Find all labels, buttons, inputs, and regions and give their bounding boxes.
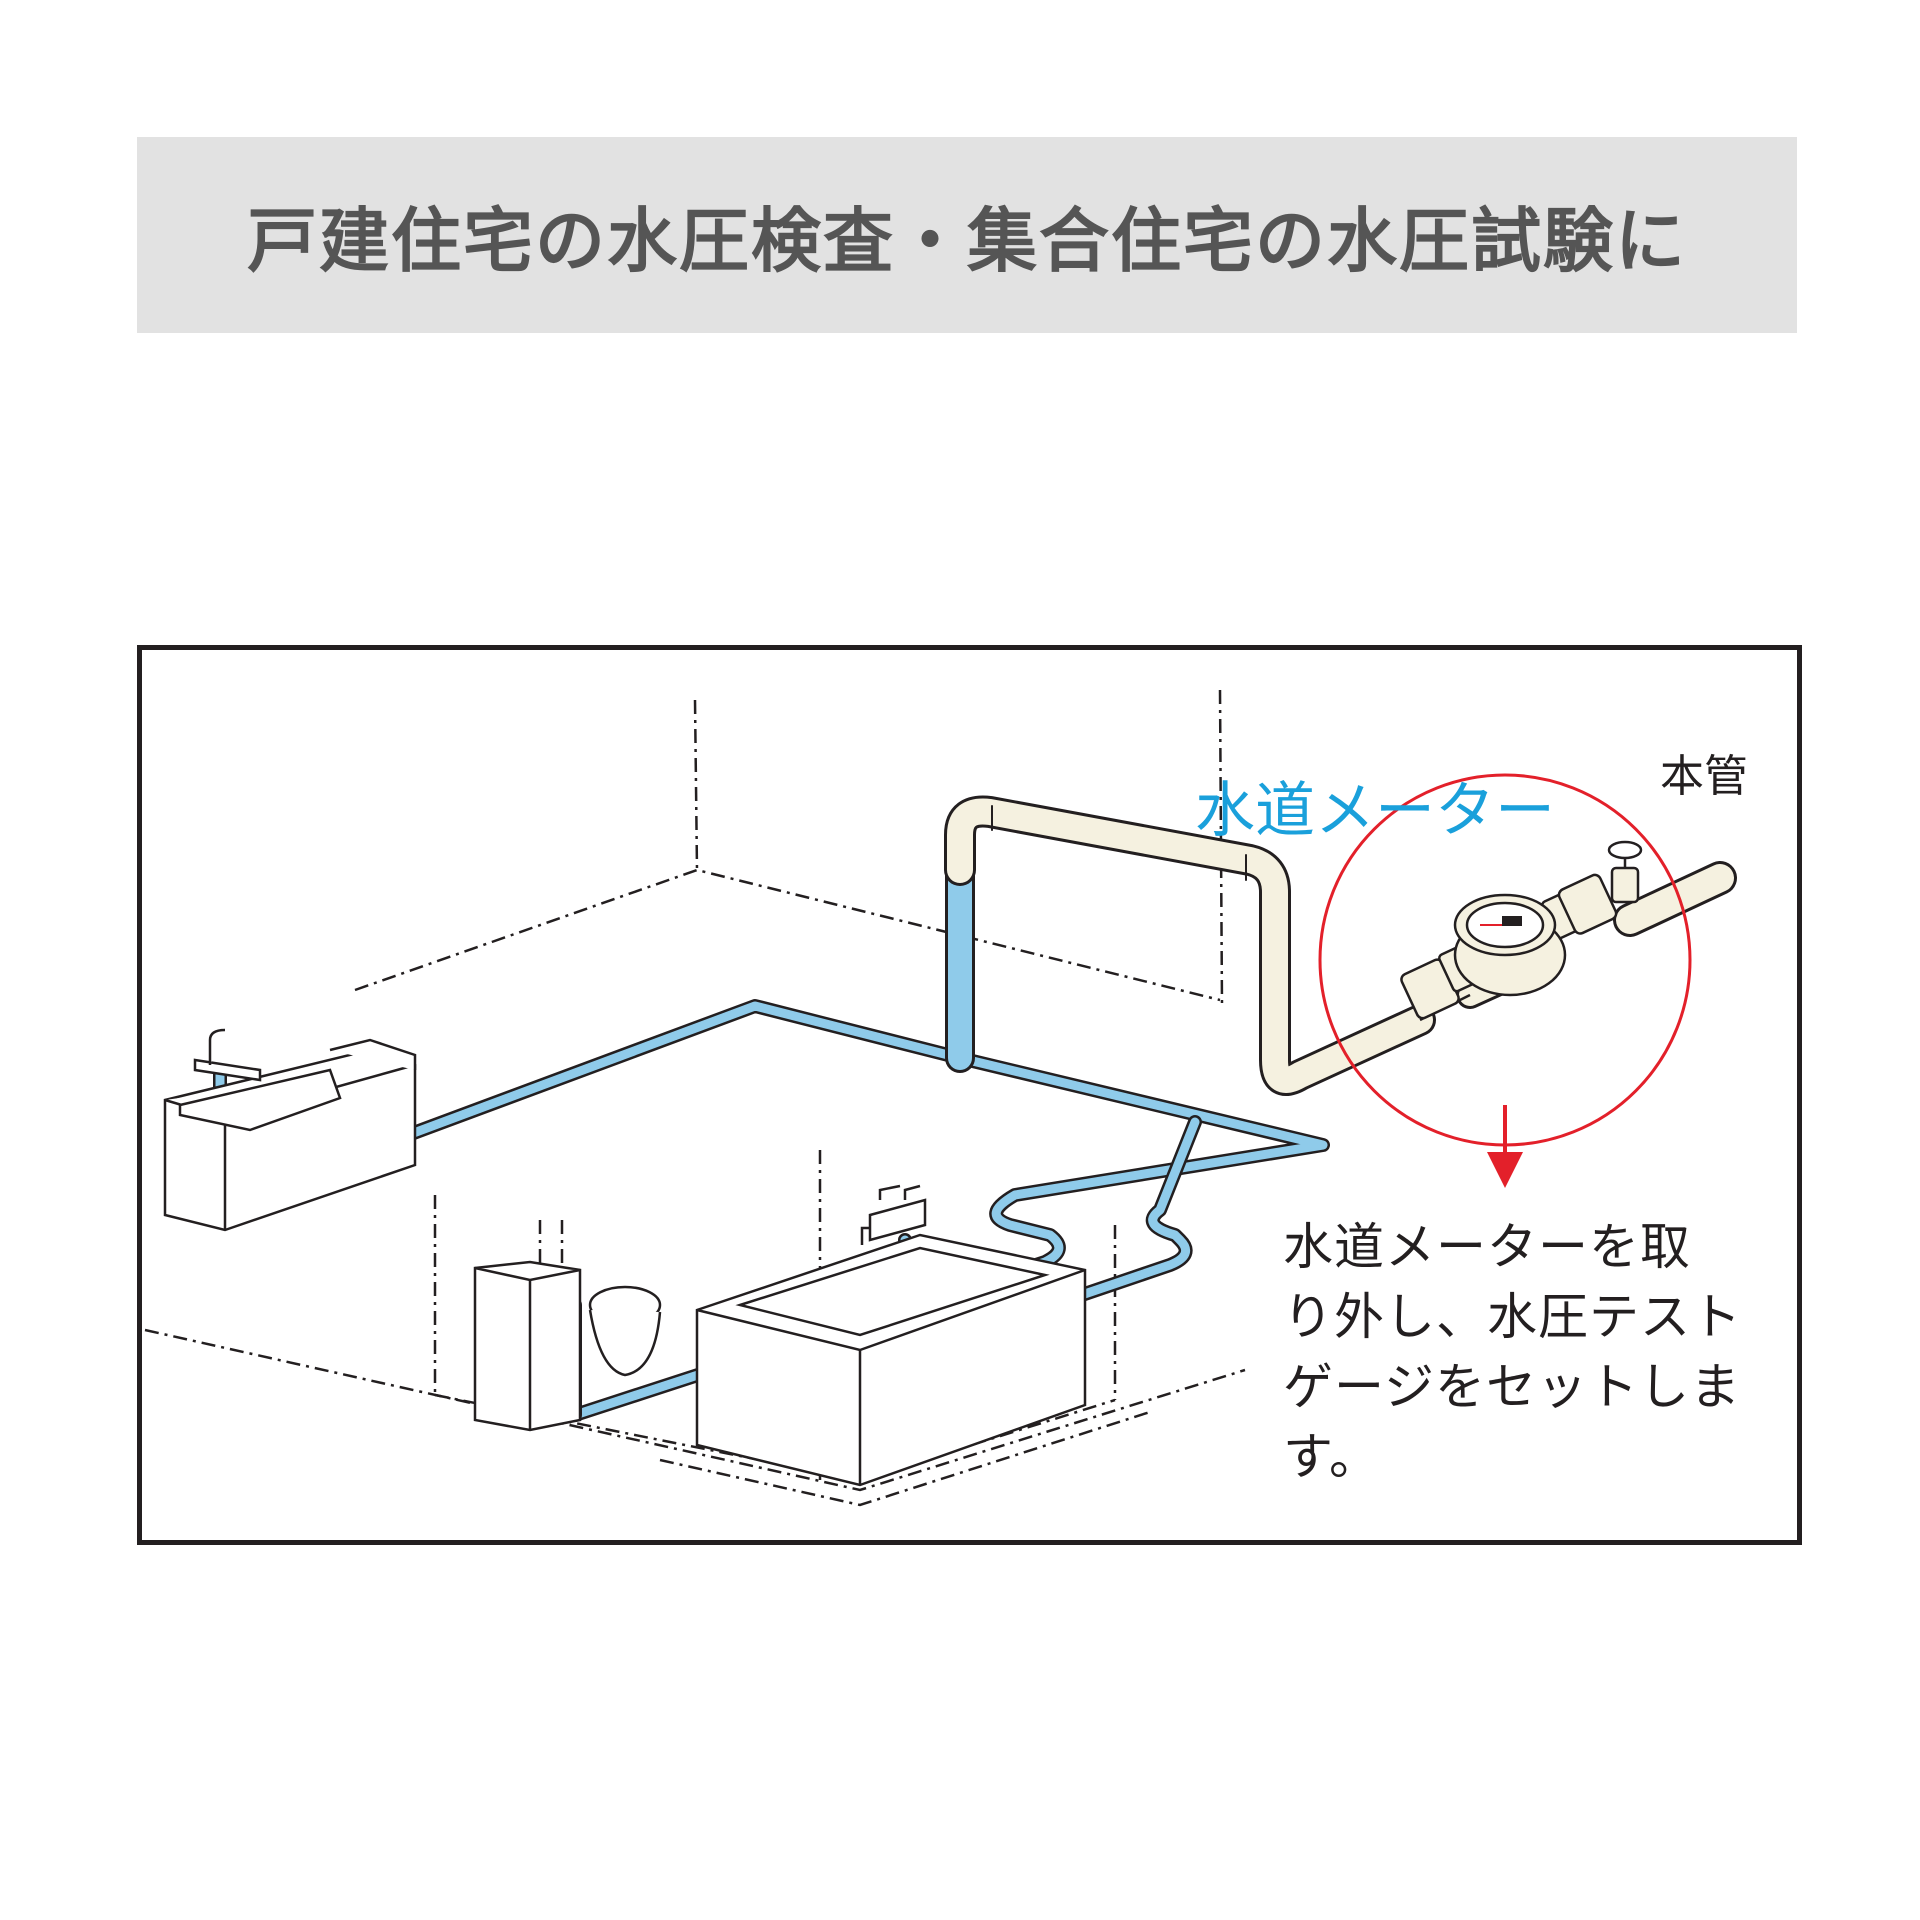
water-meter-label: 水道メーター [1195,776,1555,846]
sink-icon [163,1028,417,1232]
title-banner: 戸建住宅の水圧検査・集合住宅の水圧試験に [137,137,1797,333]
valve-icon [1607,840,1643,904]
meter-highlight [1318,773,1692,1188]
caption-line: り外し、水圧テスト [1283,1288,1742,1346]
caption-line: す。 [1283,1428,1380,1486]
caption-line: 水道メーターを取 [1283,1218,1691,1276]
caption-line: ゲージをセットしま [1283,1358,1741,1416]
toilet-icon [473,1260,662,1432]
water-meter-icon [1400,873,1618,1022]
bathtub-icon [695,1184,1087,1487]
arrow-down-icon [1487,1152,1523,1188]
main-pipe-label: 本管 [1660,751,1748,802]
instruction-caption: 水道メーターを取 り外し、水圧テスト ゲージをセットしま す。 [1283,1212,1753,1492]
page-title: 戸建住宅の水圧検査・集合住宅の水圧試験に [247,199,1687,282]
